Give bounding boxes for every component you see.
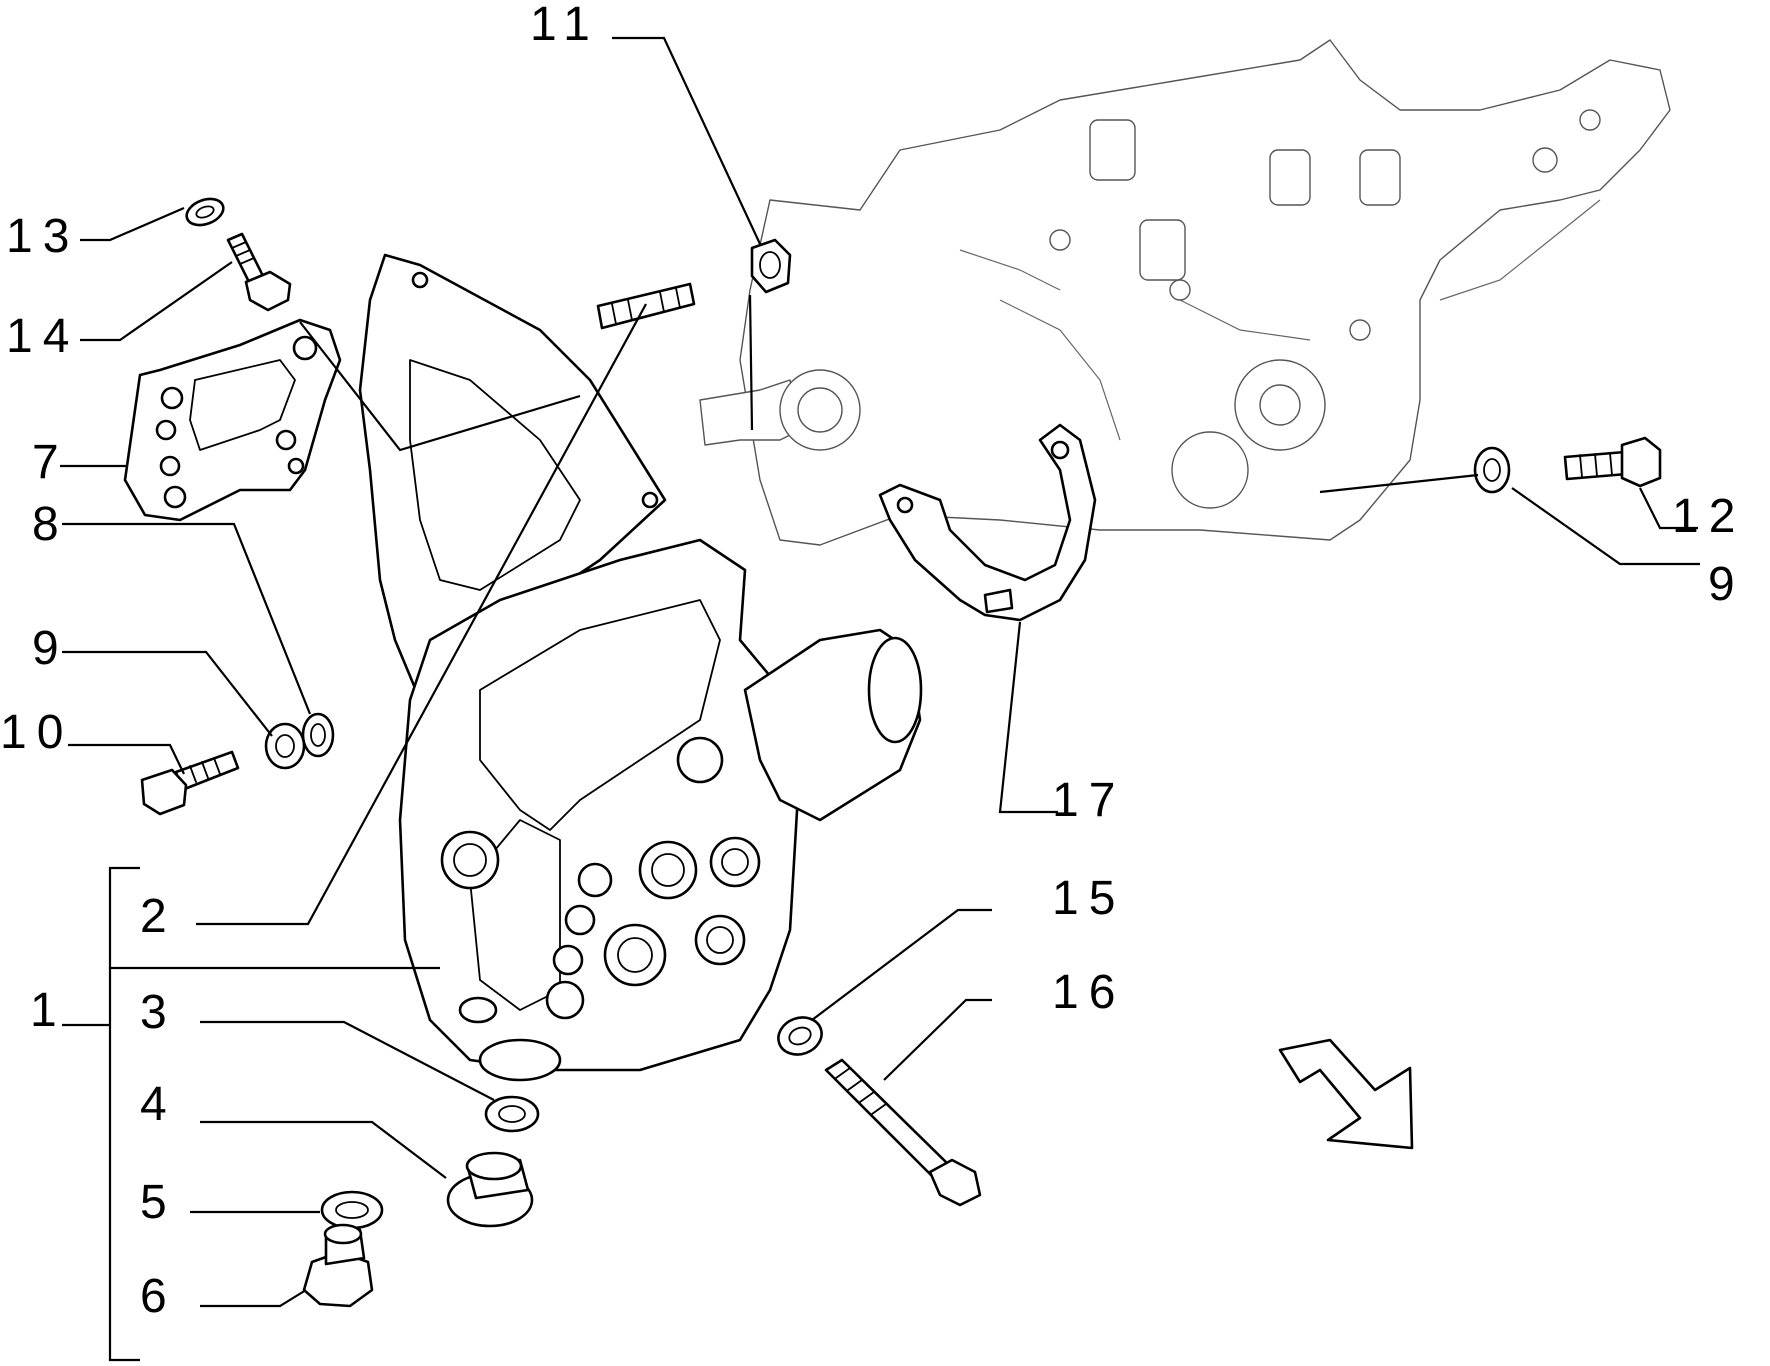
callout-15: 15: [1052, 872, 1125, 925]
plug-6: [302, 1223, 374, 1308]
bolt-14: [226, 232, 292, 312]
callout-12: 12: [1672, 490, 1745, 543]
washer-5: [320, 1190, 384, 1230]
main-housing: [358, 253, 923, 1082]
washer-3: [484, 1095, 540, 1133]
callout-2: 2: [140, 890, 177, 943]
callout-1: 1: [30, 984, 67, 1037]
washer-9-left: [264, 722, 306, 770]
arrow-down-right-icon: [1278, 1038, 1414, 1150]
callout-16: 16: [1052, 966, 1125, 1019]
bolt-16: [824, 1058, 982, 1207]
washer-8: [301, 712, 335, 758]
bolt-12: [1563, 436, 1662, 488]
nut-11: [750, 238, 792, 294]
callout-7: 7: [32, 436, 69, 489]
callout-8: 8: [32, 498, 69, 551]
callout-3: 3: [140, 986, 177, 1039]
plug-4: [446, 1151, 534, 1228]
injection-pump-ghost: [699, 39, 1671, 546]
callout-9-left: 9: [32, 622, 69, 675]
washer-9-right: [1473, 446, 1511, 494]
callout-labels: 13 14 7 8 9 10 11 12 9 17 15 16 2 1 3 4 …: [0, 0, 1745, 1323]
callout-14: 14: [6, 310, 79, 363]
callout-9-right: 9: [1708, 558, 1745, 611]
callout-4: 4: [140, 1078, 177, 1131]
leader-lines: [60, 36, 1700, 1362]
washer-13: [185, 197, 225, 227]
callout-10: 10: [0, 706, 73, 759]
callout-11: 11: [530, 0, 600, 51]
callout-6: 6: [140, 1270, 177, 1323]
callout-17: 17: [1052, 774, 1125, 827]
bolt-10: [140, 750, 240, 816]
callout-13: 13: [6, 210, 79, 263]
callout-5: 5: [140, 1176, 177, 1229]
bracket-17: [878, 423, 1097, 622]
washer-15: [777, 1016, 823, 1056]
gasket-7: [123, 318, 342, 522]
